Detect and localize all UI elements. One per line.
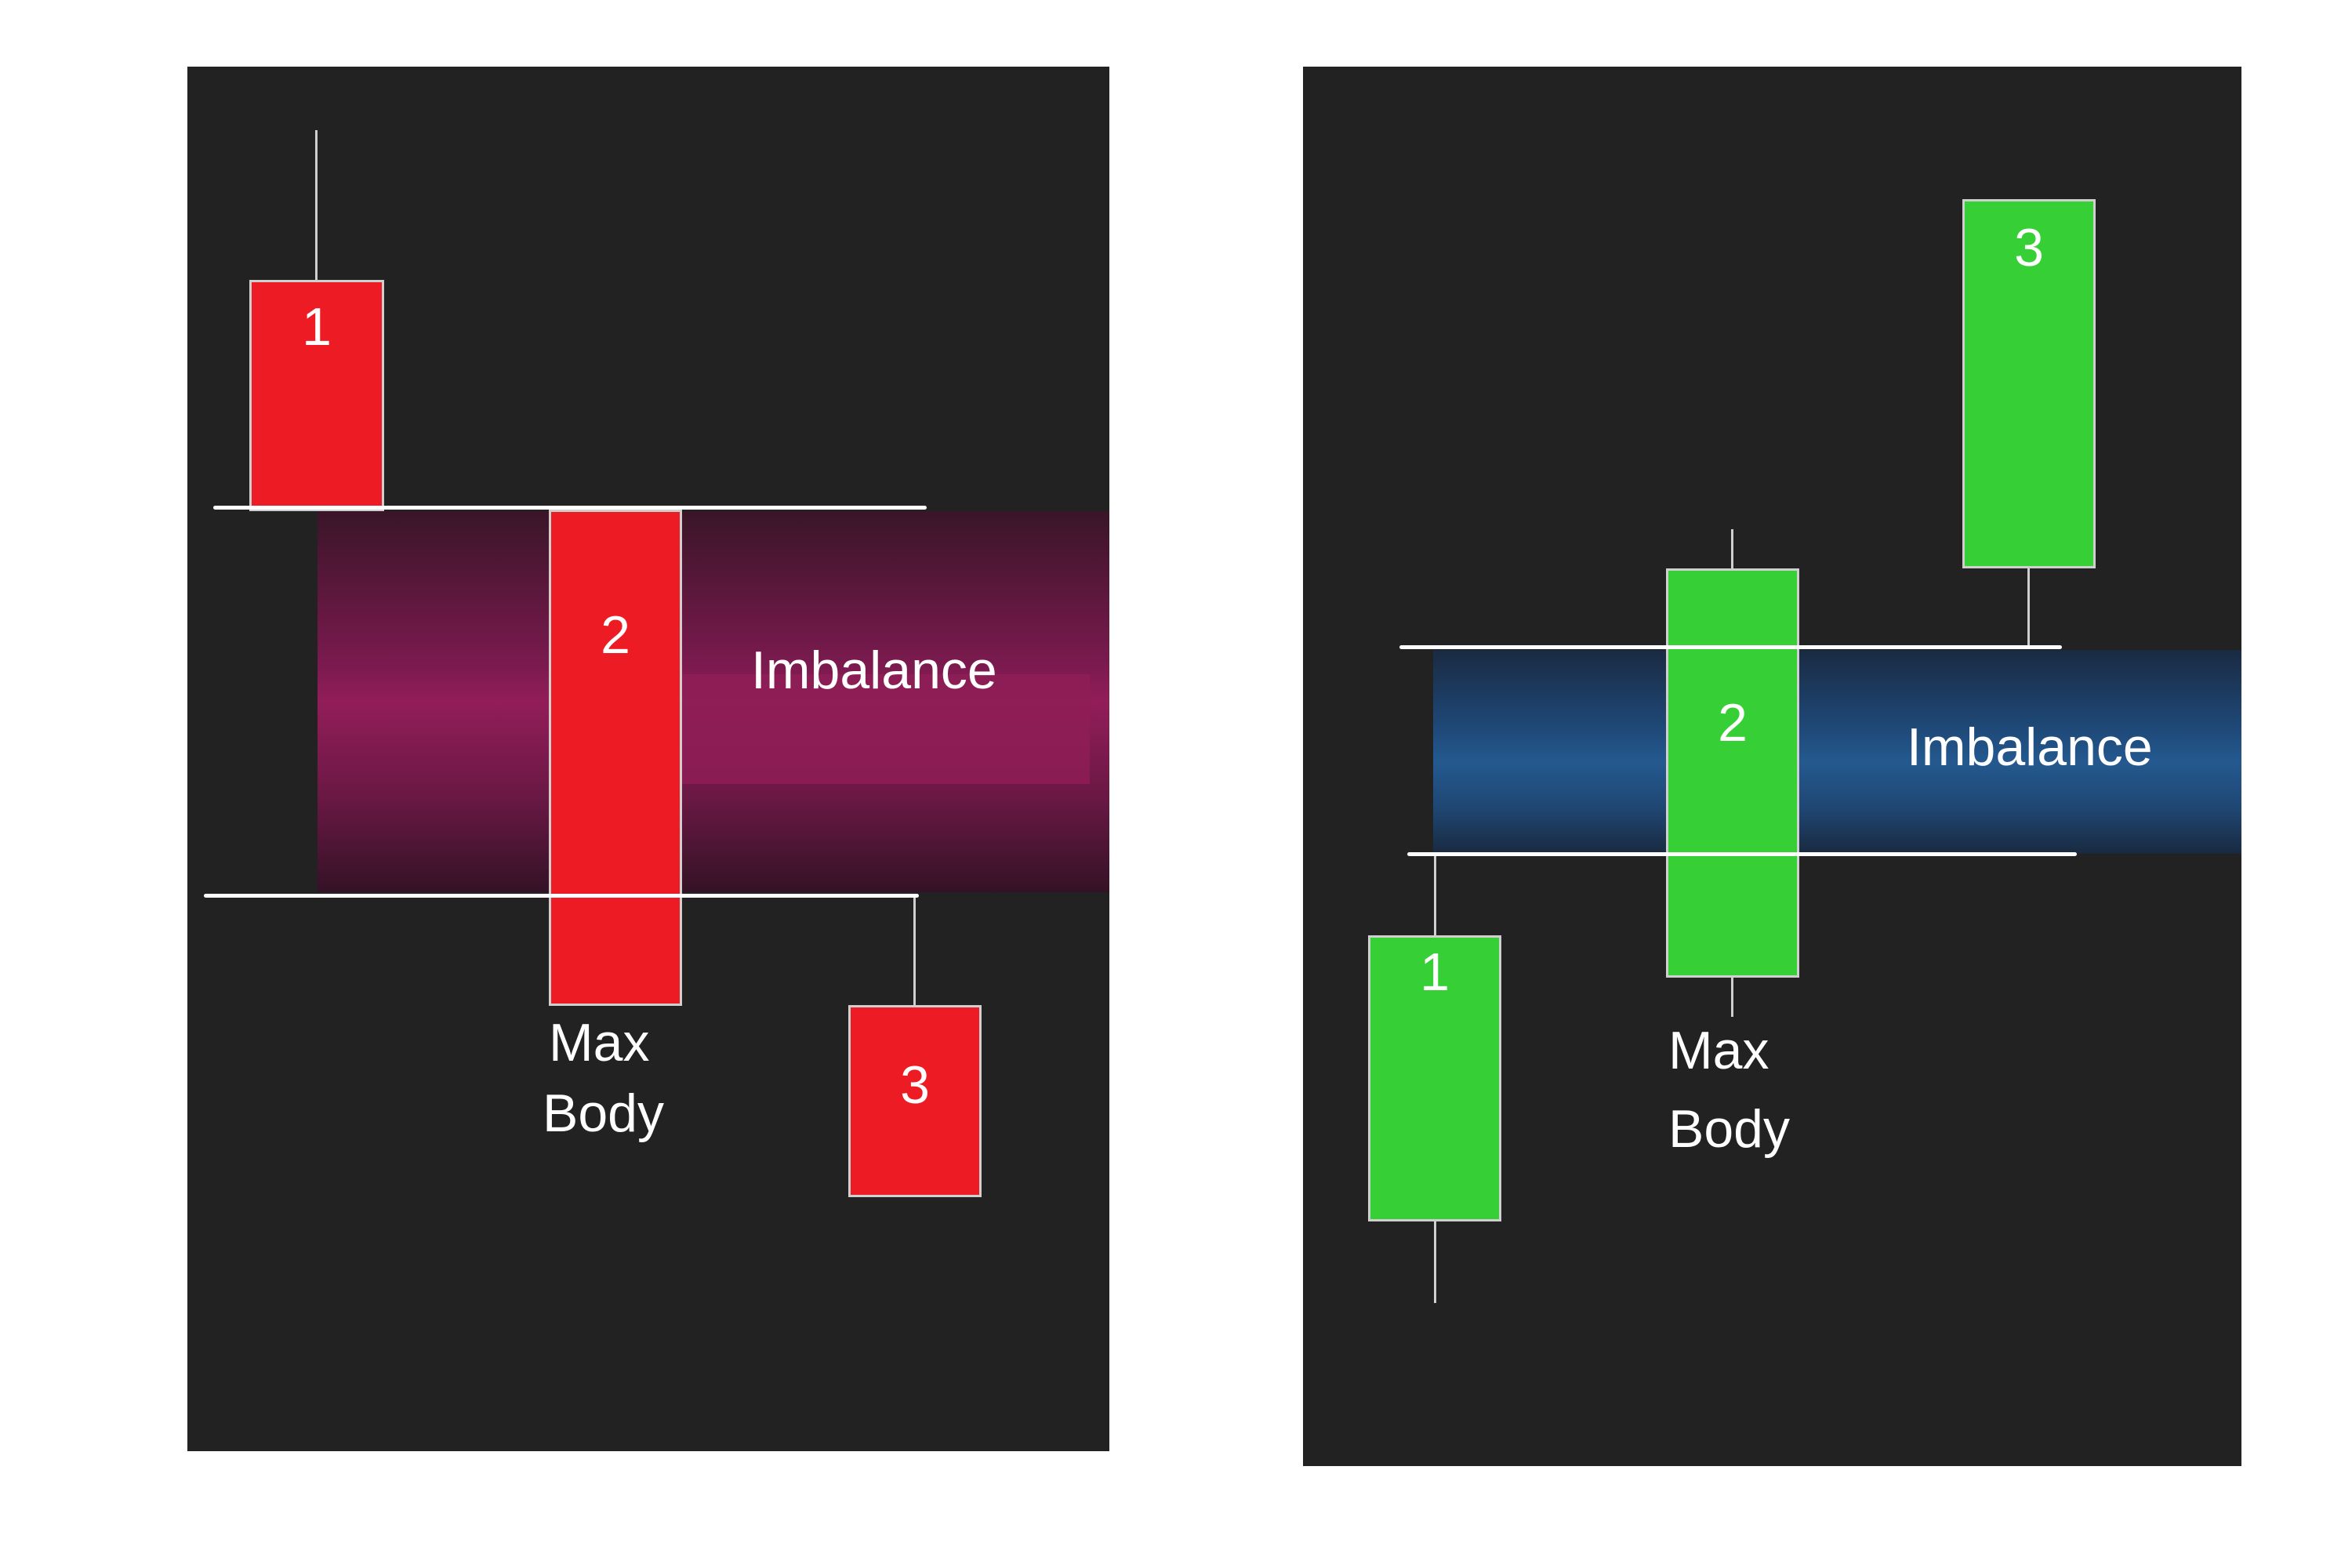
bullish-candle-3: 3 <box>1962 199 2096 568</box>
bullish-max-label: Max <box>1668 1021 1769 1080</box>
candle-1-label: 1 <box>302 297 332 357</box>
bearish-candle-2: 2 <box>549 510 682 1006</box>
bearish-max-label: Max <box>549 1013 650 1073</box>
candle-2-label: 2 <box>601 605 630 665</box>
candle-1-label: 1 <box>1420 942 1450 1002</box>
bearish-candle-3-wick <box>913 896 916 1006</box>
bearish-candle-1: 1 <box>249 280 384 511</box>
candle-2-label: 2 <box>1718 693 1748 753</box>
bullish-candle-2: 2 <box>1666 568 1799 978</box>
bullish-imbalance-label: Imbalance <box>1907 717 2153 777</box>
bullish-imbalance-zone <box>1433 650 2241 854</box>
bearish-candle-1-wick <box>315 130 318 281</box>
bearish-body-label: Body <box>543 1083 664 1143</box>
bullish-candle-3-wick <box>2027 564 2030 649</box>
bullish-top-level-line <box>1399 645 2062 649</box>
candle-3-label: 3 <box>2014 218 2044 278</box>
bullish-body-label: Body <box>1668 1099 1790 1159</box>
bullish-candle-1: 1 <box>1368 935 1501 1221</box>
bearish-top-level-line <box>213 506 927 510</box>
bearish-candle-3: 3 <box>848 1005 982 1197</box>
bearish-imbalance-highlight <box>682 674 1090 784</box>
bullish-bottom-level-line <box>1407 852 2077 856</box>
bearish-bottom-level-line <box>204 894 919 898</box>
candle-3-label: 3 <box>900 1055 930 1115</box>
bearish-imbalance-label: Imbalance <box>751 641 997 700</box>
